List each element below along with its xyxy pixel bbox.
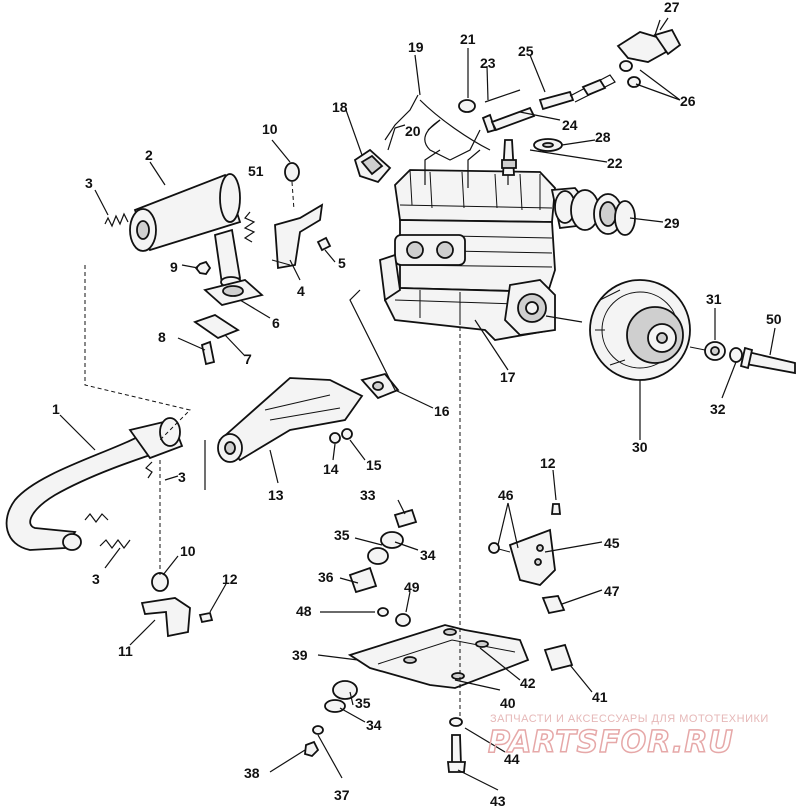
damper-41 [543, 643, 574, 672]
callout-1: 1 [52, 401, 60, 417]
screw-12-right [551, 503, 561, 515]
callout-3c: 3 [92, 571, 100, 587]
callout-35b: 35 [355, 695, 371, 711]
callout-12a: 12 [222, 571, 238, 587]
callout-2: 2 [145, 147, 153, 163]
callout-37: 37 [334, 787, 350, 803]
exhaust-pipe [5, 417, 184, 551]
callout-20: 20 [405, 123, 421, 139]
callout-7: 7 [244, 351, 252, 367]
callout-38: 38 [244, 765, 260, 781]
exhaust-port-flange [394, 234, 466, 266]
bolt-8 [200, 340, 216, 366]
callout-31: 31 [706, 291, 722, 307]
callout-17: 17 [500, 369, 516, 385]
callout-49: 49 [404, 579, 420, 595]
watermark-logo: PARTSFOR.RU [488, 725, 734, 760]
callout-12b: 12 [540, 455, 556, 471]
callout-40: 40 [500, 695, 516, 711]
callout-9: 9 [170, 259, 178, 275]
grommet-plate-7 [193, 314, 240, 340]
callout-22: 22 [607, 155, 623, 171]
callout-25: 25 [518, 43, 534, 59]
callout-3a: 3 [85, 175, 93, 191]
nut-15 [341, 428, 353, 440]
callout-10a: 10 [262, 121, 278, 137]
engine-mount-plate [347, 624, 530, 689]
engine-assembly [379, 149, 586, 341]
callout-14: 14 [323, 461, 339, 477]
callout-labels: 1 2 3 3 3 4 5 6 7 8 9 10 10 11 12 12 13 … [52, 0, 782, 806]
callout-33: 33 [360, 487, 376, 503]
callout-48: 48 [296, 603, 312, 619]
washer-44 [449, 717, 463, 727]
rubber-mount-lower [304, 680, 358, 758]
callout-44: 44 [504, 751, 520, 767]
intake-adaptor [554, 189, 636, 236]
damper-47 [541, 595, 566, 615]
choke-cable-assembly [353, 19, 682, 185]
bracket-45 [494, 528, 556, 586]
callout-6: 6 [272, 315, 280, 331]
callout-23: 23 [480, 55, 496, 71]
callout-28: 28 [595, 129, 611, 145]
spring-3-top [104, 212, 129, 228]
callout-10b: 10 [180, 543, 196, 559]
callout-34b: 34 [366, 717, 382, 733]
callout-36: 36 [318, 569, 334, 585]
callout-15: 15 [366, 457, 382, 473]
callout-35a: 35 [334, 527, 350, 543]
callout-5: 5 [338, 255, 346, 271]
damper-10-bottom [151, 572, 169, 592]
callout-18: 18 [332, 99, 348, 115]
callout-13: 13 [268, 487, 284, 503]
callout-45: 45 [604, 535, 620, 551]
callout-8: 8 [158, 329, 166, 345]
callout-50: 50 [766, 311, 782, 327]
callout-21: 21 [460, 31, 476, 47]
spring-51 [243, 211, 256, 243]
watermark-tagline: ЗАПЧАСТИ И АКСЕССУАРЫ ДЛЯ МОТОТЕХНИКИ [490, 713, 769, 725]
rubber-mount-upper [348, 508, 418, 594]
recoil-starter [589, 279, 691, 381]
muffler-canister [129, 173, 242, 288]
callout-34a: 34 [420, 547, 436, 563]
starter-bolt-set [689, 341, 796, 375]
callout-27: 27 [664, 0, 680, 15]
nut-9 [194, 260, 212, 275]
watermark: ЗАПЧАСТИ И АКСЕССУАРЫ ДЛЯ МОТОТЕХНИКИ PA… [487, 713, 769, 761]
callout-3b: 3 [178, 469, 186, 485]
callout-42: 42 [520, 675, 536, 691]
callout-26: 26 [680, 93, 696, 109]
bracket-11 [140, 597, 191, 638]
screw-12-lower [198, 611, 214, 624]
callout-47: 47 [604, 583, 620, 599]
bolt-43 [451, 734, 462, 766]
callout-41: 41 [592, 689, 608, 705]
damper-10-top [284, 162, 300, 182]
callout-30: 30 [632, 439, 648, 455]
callout-24: 24 [562, 117, 578, 133]
callout-51: 51 [248, 163, 264, 179]
callout-16: 16 [434, 403, 450, 419]
callout-32: 32 [710, 401, 726, 417]
callout-11: 11 [118, 643, 133, 659]
bracket-4 [271, 203, 324, 270]
callout-46: 46 [498, 487, 514, 503]
callout-39: 39 [292, 647, 308, 663]
callout-29: 29 [664, 215, 680, 231]
washer-14 [329, 432, 341, 444]
nut-46 [488, 542, 500, 554]
screw-5 [316, 236, 332, 252]
callout-43: 43 [490, 793, 506, 806]
callout-19: 19 [408, 39, 424, 55]
exhaust-manifold [217, 377, 364, 463]
callout-4: 4 [297, 283, 305, 299]
leader-lines [59, 17, 776, 791]
